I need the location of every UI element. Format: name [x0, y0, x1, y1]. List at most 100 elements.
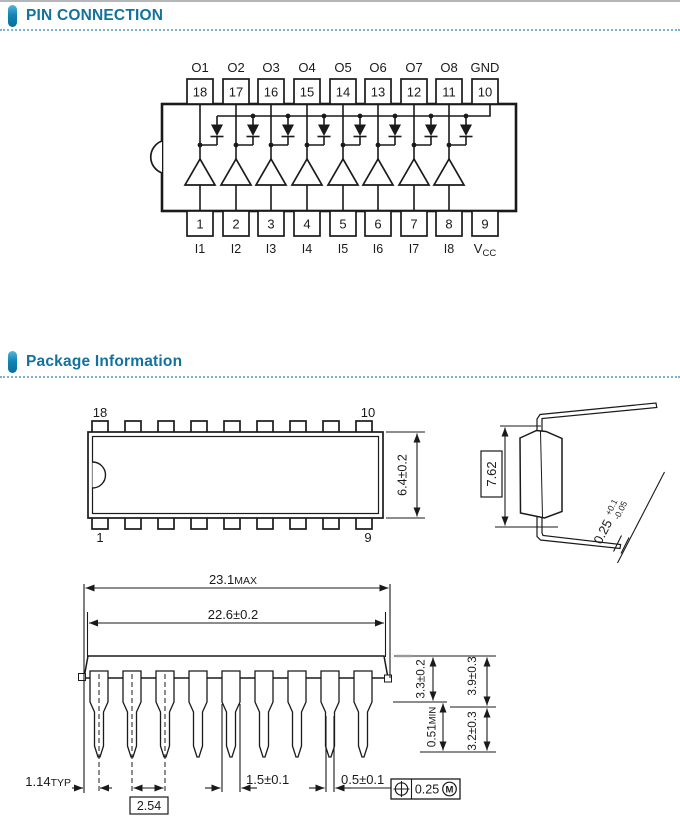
top-view-body — [87, 431, 384, 519]
dimension-frame — [480, 450, 503, 498]
lead — [287, 670, 307, 758]
dimension-label: 1.14TYP — [25, 774, 71, 789]
dimension-label: 0.25 — [415, 783, 439, 797]
top-view-corner-pin-numbers: 18 10 1 9 — [93, 405, 375, 545]
top-pin-boxes — [186, 78, 499, 105]
pin-label: O2 — [227, 60, 244, 75]
lead-thickness-dimension: 0.25 +0.1 -0.05 — [590, 471, 665, 564]
dimension-label: 2.54 — [137, 799, 161, 813]
section-header-package-information: Package Information — [8, 350, 182, 374]
pin-label: I1 — [195, 242, 205, 256]
package-side-view: 7.62 0.25 +0.1 -0.05 — [480, 402, 665, 564]
pin-number: 12 — [407, 85, 421, 100]
lead-pitch-dimension: 2.54 — [129, 784, 169, 815]
pin-label: O7 — [405, 60, 422, 75]
dotted-divider — [0, 29, 680, 31]
pin-label: O6 — [369, 60, 386, 75]
body-width-dimension: 6.4±0.2 — [386, 431, 425, 519]
pin-label-vcc: VCC — [474, 241, 497, 259]
dotted-divider — [0, 376, 680, 378]
true-position-icon — [393, 781, 410, 797]
standoff-dimension: 0.51MIN — [425, 703, 447, 751]
dimension-label: 0.51MIN — [425, 707, 439, 748]
top-pin-numbers: 18 17 16 15 14 13 12 11 10 — [193, 85, 492, 100]
position-tolerance-frame: 0.25 M — [390, 778, 461, 800]
pin-label: I3 — [266, 242, 276, 256]
pin-label: O8 — [440, 60, 457, 75]
pin-number: 18 — [93, 405, 107, 420]
bottom-pin-boxes — [186, 210, 499, 237]
lead — [254, 670, 274, 758]
dimension-label: 3.9±0.3 — [465, 656, 479, 696]
pin-label: I6 — [373, 242, 383, 256]
pin-number: 4 — [303, 217, 310, 232]
pin-number: 16 — [264, 85, 278, 100]
section-title: PIN CONNECTION — [26, 7, 164, 24]
dimension-label: 0.25 — [590, 517, 615, 546]
lead-width-dimension: 0.5±0.1 — [309, 772, 391, 792]
body-crease-line — [540, 431, 543, 518]
pin-number: 1 — [96, 530, 103, 545]
bus-junction-dots — [250, 113, 469, 119]
lead-length-dimension: 3.2±0.3 — [465, 708, 491, 751]
package-top-and-side-view: 18 10 1 9 6.4±0.2 7.62 — [87, 402, 665, 564]
overall-length-dimension: 23.1MAX — [85, 572, 389, 592]
dimension-label: 0.5±0.1 — [341, 772, 384, 787]
pin-number: 11 — [442, 85, 456, 100]
shoulder-width-dimension: 1.5±0.1 — [205, 772, 289, 792]
pin-number: 1 — [196, 217, 203, 232]
package-front-view: 23.1MAX 22.6±0.2 3.3±0.2 0.51MIN 3.9±0.3… — [25, 572, 496, 815]
ic-body — [160, 102, 518, 213]
pin-label: I5 — [338, 242, 348, 256]
shoulder-height-dimension: 3.9±0.3 — [465, 656, 491, 706]
extension-lines — [83, 584, 496, 793]
pin-label: I7 — [409, 242, 419, 256]
body-length-dimension: 22.6±0.2 — [89, 607, 384, 627]
package-top-view: 18 10 1 9 6.4±0.2 — [87, 405, 425, 545]
body-thickness-dimension: 3.3±0.2 — [414, 657, 437, 701]
section-bullet-icon — [8, 351, 17, 373]
pin-label: I8 — [444, 242, 454, 256]
end-lead-offset-dimension: 1.14TYP — [25, 774, 112, 792]
row-spacing-dimension: 7.62 — [480, 425, 558, 528]
top-pin-labels: O1 O2 O3 O4 O5 O6 O7 O8 GND — [191, 60, 499, 75]
pin-number: 9 — [481, 217, 488, 232]
pin-number: 10 — [478, 85, 492, 100]
dimension-label: 6.4±0.2 — [396, 454, 410, 496]
lower-lead — [536, 515, 622, 550]
pin-number: 15 — [300, 85, 314, 100]
dimension-label: 1.5±0.1 — [246, 772, 289, 787]
pin-number: 17 — [229, 85, 243, 100]
pin-connection-diagram: O1 O2 O3 O4 O5 O6 O7 O8 GND 18 17 16 15 … — [149, 60, 518, 259]
pin-label: O3 — [262, 60, 279, 75]
pin1-index-notch — [149, 140, 163, 174]
dimension-label: 3.3±0.2 — [414, 659, 428, 698]
pin-label: O4 — [298, 60, 315, 75]
dimension-label: 3.2±0.3 — [465, 711, 479, 751]
lead-centerlines — [98, 674, 166, 791]
lead — [221, 670, 241, 758]
pin-label: GND — [471, 60, 500, 75]
dimension-label: 22.6±0.2 — [208, 607, 259, 622]
diode-common-bus — [217, 104, 491, 117]
pin-label: I2 — [231, 242, 241, 256]
pin-number: 8 — [445, 217, 452, 232]
section-title: Package Information — [26, 353, 183, 370]
dimension-label: 23.1MAX — [209, 572, 257, 587]
pin-number: 3 — [267, 217, 274, 232]
pin-number: 18 — [193, 85, 207, 100]
lead — [188, 670, 208, 758]
pin-number: 10 — [361, 405, 375, 420]
end-tab-right — [384, 674, 392, 683]
mmc-modifier-label: M — [446, 785, 454, 796]
pin-number: 6 — [374, 217, 381, 232]
page-top-rule — [0, 0, 680, 2]
pin-number: 14 — [336, 85, 350, 100]
dimension-label: 7.62 — [484, 461, 499, 486]
pin-label: I4 — [302, 242, 312, 256]
section-header-pin-connection: PIN CONNECTION — [8, 4, 163, 28]
pin-number: 2 — [232, 217, 239, 232]
lead — [353, 670, 373, 758]
dimension-frame — [129, 796, 169, 815]
